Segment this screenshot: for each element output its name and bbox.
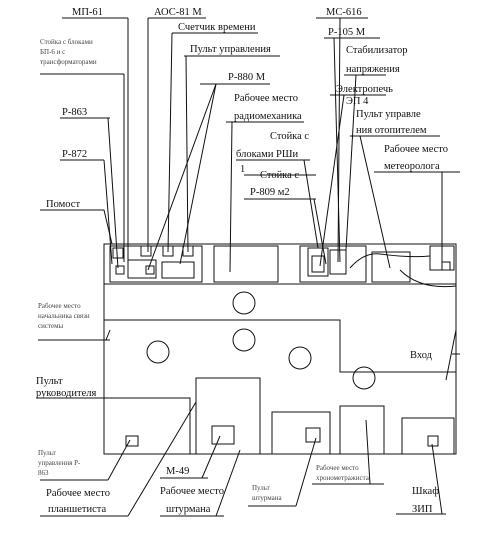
label-comm-place-1: Рабочее место — [38, 302, 81, 310]
r863-panel — [125, 435, 139, 447]
seat-3 — [146, 340, 170, 364]
label-stabilizer-2: напряжения — [346, 64, 400, 75]
label-rack-transformers-1: Стойка с блоками — [40, 38, 93, 46]
label-entrance: Вход — [410, 350, 433, 361]
label-oven-1: Электропечь — [336, 84, 393, 95]
label-rack-r809-1: Стойка с — [260, 170, 299, 181]
block-oven — [371, 251, 411, 283]
block-meteo-inner — [441, 261, 451, 271]
label-heater-panel-2: ния отопителем — [356, 125, 427, 136]
block-r880m — [145, 265, 155, 275]
room-outline — [103, 243, 457, 455]
leader-desk — [103, 397, 191, 455]
label-cabinet-2: ЗИП — [412, 504, 433, 515]
heater-line — [349, 253, 431, 269]
label-r863-panel-3: 863 — [38, 469, 49, 477]
entrance-door — [445, 329, 457, 381]
label-m49: М-49 — [166, 466, 189, 477]
block-r863 — [115, 265, 125, 275]
label-plotter-1: Рабочее место — [46, 488, 110, 499]
block-aos81m — [140, 245, 152, 257]
label-chrono-2: хронометражиста — [316, 474, 370, 482]
label-chrono-1: Рабочее место — [316, 464, 359, 472]
label-radio-mechanic-2: радиомеханика — [234, 111, 302, 122]
label-r872: Р-872 — [62, 149, 87, 160]
nav-panel-desk — [271, 411, 331, 455]
label-rack-transformers-2: БП-6 и с — [40, 48, 65, 56]
label-cabinet-1: Шкаф — [412, 486, 439, 497]
label-r863-panel-2: управления Р- — [38, 459, 81, 467]
label-pomost: Помост — [46, 199, 80, 210]
label-meteo-2: метеоролога — [384, 161, 440, 172]
block-rack-rsh — [299, 245, 367, 283]
label-rack-r809-num: 1 — [240, 164, 245, 175]
heater-curve — [399, 269, 457, 288]
label-rack-rsh-2: блоками РШи — [236, 149, 298, 160]
label-r863: Р-863 — [62, 107, 87, 118]
label-rack-r809-2: Р-809 м2 — [250, 187, 290, 198]
label-time-counter: Счетчик времени — [178, 22, 256, 33]
m49-block — [211, 425, 235, 445]
label-oven-2: ЭП 4 — [346, 96, 369, 107]
block-mp61 — [112, 247, 124, 259]
label-rack-transformers-3: трансформаторами — [40, 58, 97, 66]
label-nav-panel-1: Пульт — [252, 484, 270, 492]
platform-outline — [104, 319, 456, 373]
block-inner-1 — [127, 259, 157, 279]
rack-block-left — [109, 245, 203, 283]
label-nav-panel-2: штурмана — [252, 494, 282, 502]
seat-1 — [232, 291, 256, 315]
chrono-desk — [339, 405, 385, 455]
label-rack-rsh-1: Стойка с — [270, 131, 309, 142]
navigator-desk — [195, 377, 261, 455]
label-mp61: МП-61 — [72, 7, 103, 18]
label-heater-panel-1: Пульт управле — [356, 109, 421, 120]
label-ms616: МС-616 — [326, 7, 362, 18]
block-ms616 — [311, 255, 325, 273]
label-leader-panel-1: Пульт — [36, 376, 63, 387]
block-inner-2 — [161, 261, 195, 279]
label-stabilizer-1: Стабилизатор — [346, 45, 408, 56]
nav-panel-block — [305, 427, 321, 443]
zip-cabinet — [401, 417, 455, 455]
label-aos81m: АОС-81 М — [154, 7, 202, 18]
seat-4 — [288, 346, 312, 370]
seat-5 — [352, 366, 376, 390]
block-radiomechanic — [213, 245, 279, 283]
label-control-panel: Пульт управления — [190, 44, 271, 55]
seat-2 — [232, 328, 256, 352]
label-r863-panel-1: Пульт — [38, 449, 56, 457]
zip-block — [427, 435, 439, 447]
label-leader-panel-2: руководителя — [36, 388, 96, 399]
label-r105m: Р-105 М — [328, 27, 366, 38]
label-comm-place-3: системы — [38, 322, 64, 330]
label-navigator-1: Рабочее место — [160, 486, 224, 497]
label-comm-place-2: начальника связи — [38, 312, 90, 320]
label-plotter-2: планшетиста — [48, 504, 106, 515]
label-navigator-2: штурмана — [166, 504, 211, 515]
label-radio-mechanic-1: Рабочее место — [234, 93, 298, 104]
label-meteo-1: Рабочее место — [384, 144, 448, 155]
label-r880m: Р-880 М — [228, 72, 266, 83]
